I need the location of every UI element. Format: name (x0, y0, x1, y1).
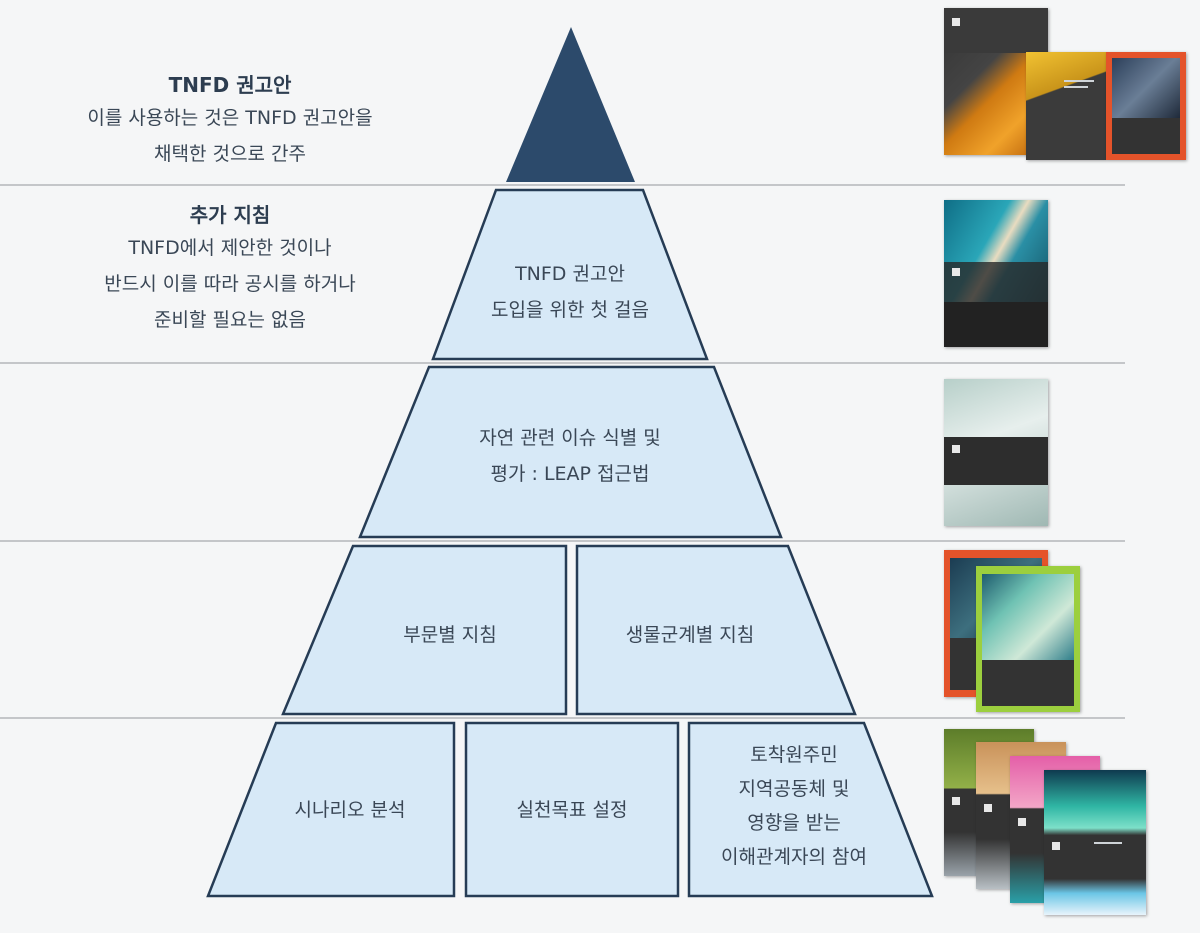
tier-stakeholder-engagement-label: 토착원주민 지역공동체 및 영향을 받는 이해관계자의 참여 (694, 738, 894, 874)
tier-sector-guidance-line-1: 부문별 지침 (350, 617, 550, 653)
report-cover-image (944, 379, 1048, 526)
tier-first-steps-line-1: TNFD 권고안 (470, 256, 670, 292)
tier-leap-label: 자연 관련 이슈 식별 및 평가 : LEAP 접근법 (430, 420, 710, 492)
additional-guidance-line-1: TNFD에서 제안한 것이나 (40, 230, 420, 266)
tier-first-steps-label: TNFD 권고안 도입을 위한 첫 걸음 (470, 256, 670, 328)
tier-leap-line-2: 평가 : LEAP 접근법 (430, 456, 710, 492)
additional-guidance-line-3: 준비할 필요는 없음 (40, 302, 420, 338)
tier-stakeholder-engagement-line-2: 지역공동체 및 (694, 772, 894, 806)
report-cover-image (1026, 52, 1106, 160)
tier-stakeholder-engagement-line-4: 이해관계자의 참여 (694, 840, 894, 874)
report-cover-image (1106, 52, 1186, 160)
tnfd-recommendations-title: TNFD 권고안 (40, 70, 420, 100)
tnfd-recommendations-description: TNFD 권고안 이를 사용하는 것은 TNFD 권고안을 채택한 것으로 간주 (40, 70, 420, 172)
tier-scenario-analysis-label: 시나리오 분석 (260, 792, 440, 828)
tier-target-setting-line-1: 실천목표 설정 (472, 792, 672, 828)
report-cover-image (1044, 770, 1146, 915)
tier-scenario-analysis-line-1: 시나리오 분석 (260, 792, 440, 828)
tier-biome-guidance-line-1: 생물군계별 지침 (590, 617, 790, 653)
report-cover-image (976, 566, 1080, 712)
additional-guidance-description: 추가 지침 TNFD에서 제안한 것이나 반드시 이를 따라 공시를 하거나 준… (40, 200, 420, 338)
tnfd-recommendations-line-1: 이를 사용하는 것은 TNFD 권고안을 (40, 100, 420, 136)
additional-guidance-title: 추가 지침 (40, 200, 420, 230)
tnfd-recommendations-line-2: 채택한 것으로 간주 (40, 136, 420, 172)
tier-stakeholder-engagement-line-3: 영향을 받는 (694, 806, 894, 840)
tier-biome-guidance-label: 생물군계별 지침 (590, 617, 790, 653)
tier-target-setting-label: 실천목표 설정 (472, 792, 672, 828)
additional-guidance-line-2: 반드시 이를 따라 공시를 하거나 (40, 266, 420, 302)
tier-stakeholder-engagement-line-1: 토착원주민 (694, 738, 894, 772)
pyramid-apex (506, 27, 635, 182)
tier-leap-line-1: 자연 관련 이슈 식별 및 (430, 420, 710, 456)
tier-sector-guidance-label: 부문별 지침 (350, 617, 550, 653)
report-cover-image (944, 200, 1048, 347)
tier-first-steps-line-2: 도입을 위한 첫 걸음 (470, 292, 670, 328)
